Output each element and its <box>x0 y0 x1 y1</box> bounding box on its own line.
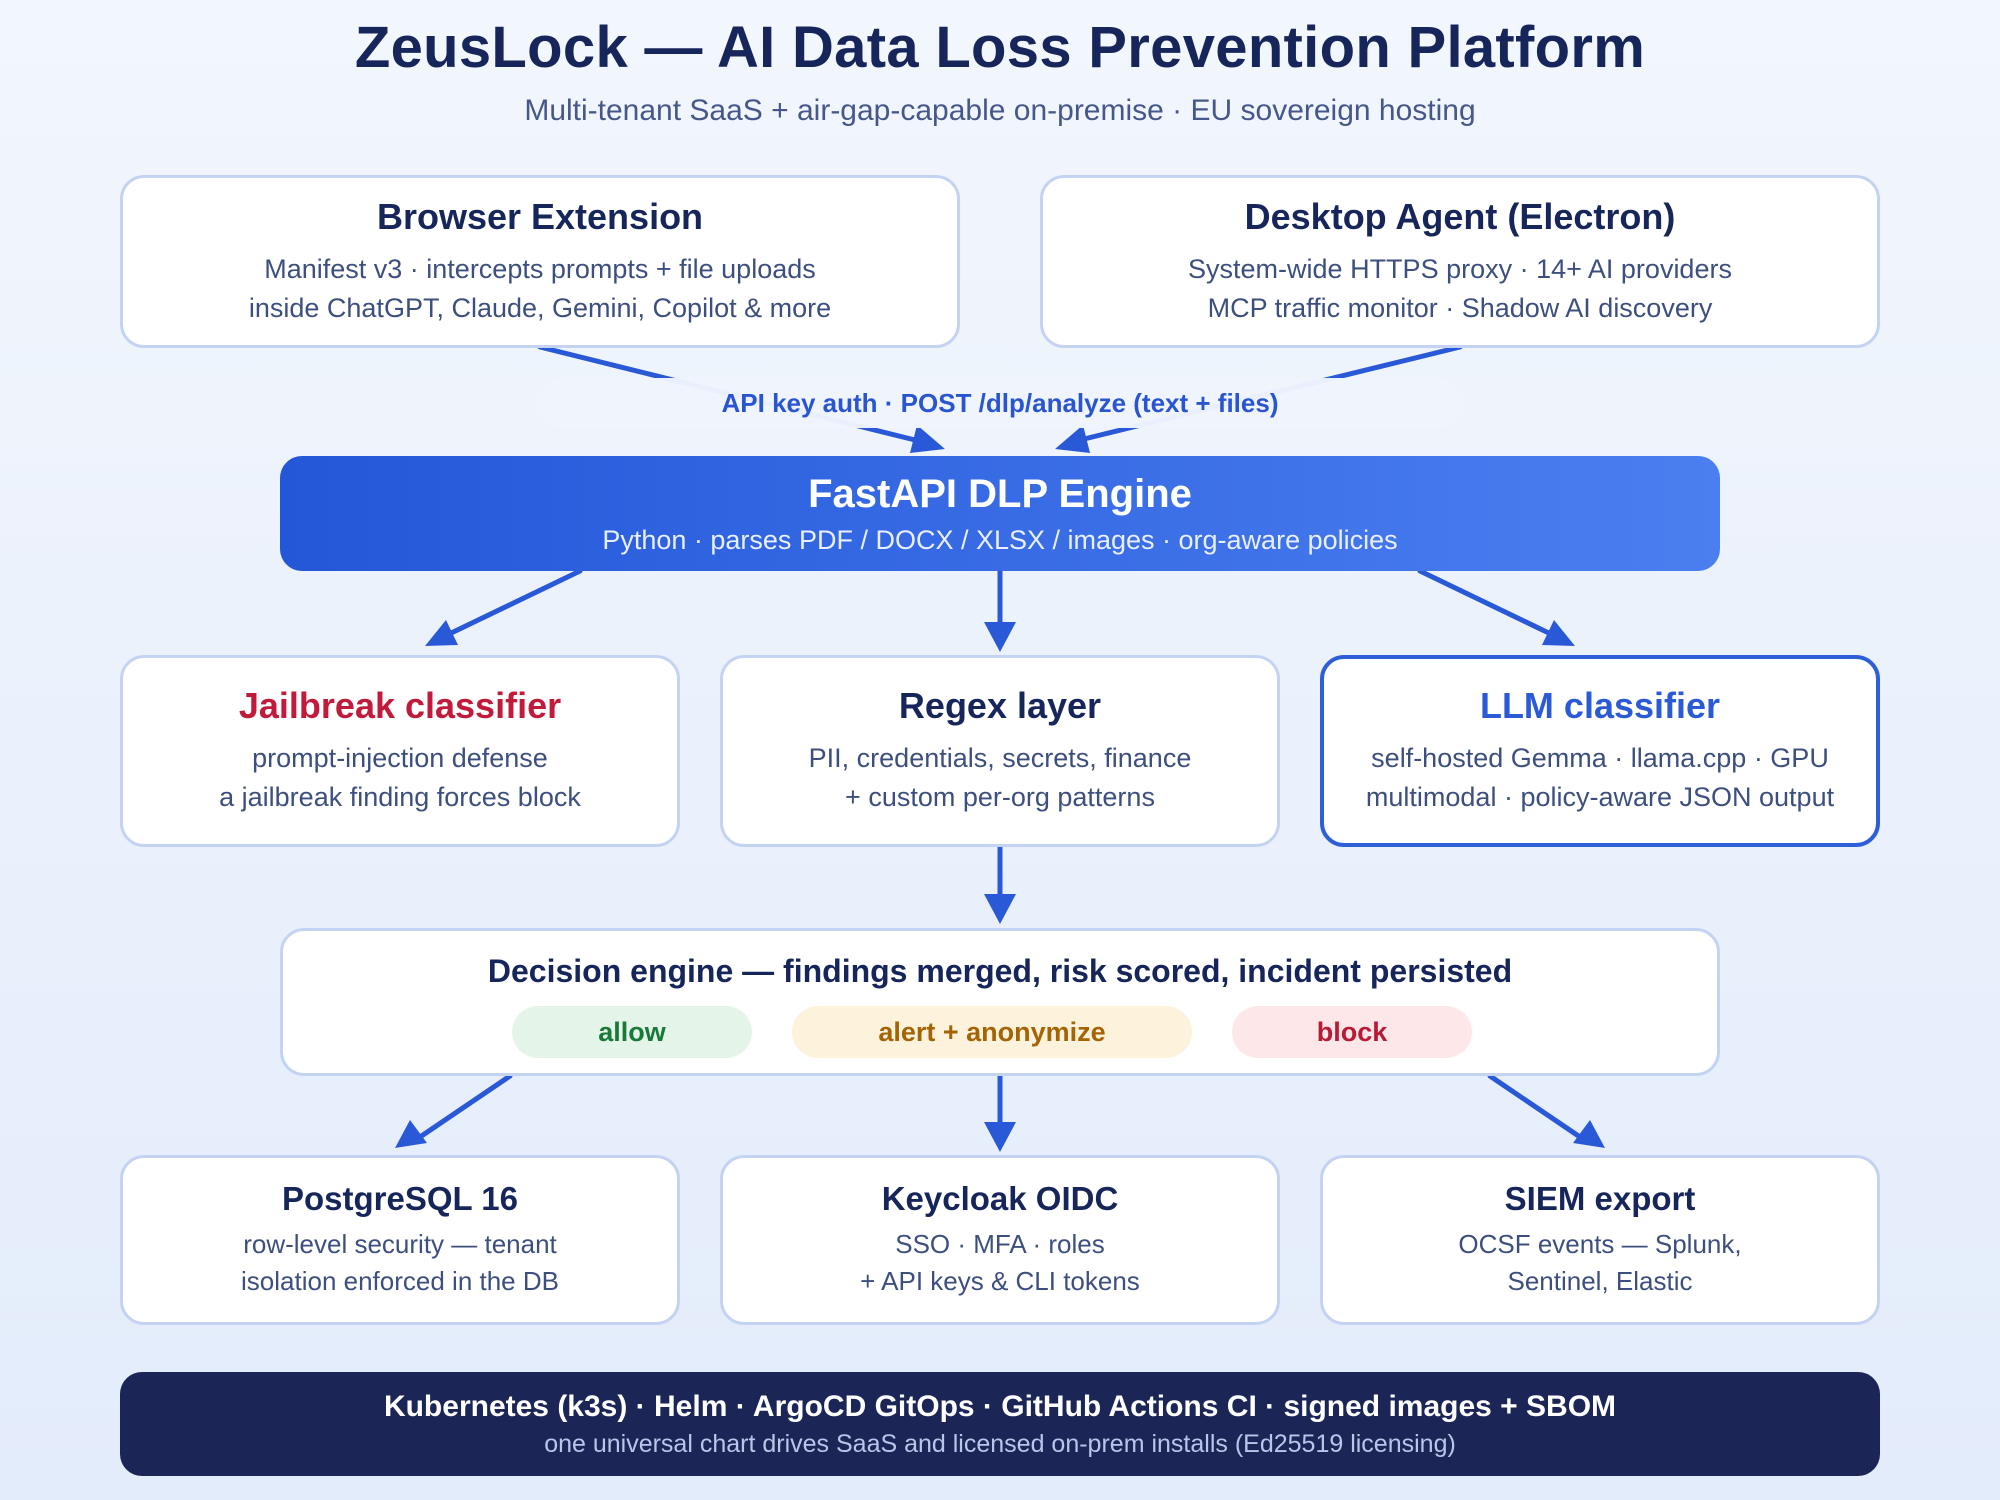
siem-export-title: SIEM export <box>1504 1180 1696 1217</box>
browser-extension-line-1: Manifest v3 · intercepts prompts + file … <box>264 253 816 284</box>
arrowhead-keycloak <box>984 1122 1016 1152</box>
footer-title: Kubernetes (k3s) · Helm · ArgoCD GitOps … <box>383 1389 1617 1423</box>
keycloak-box: Keycloak OIDC SSO · MFA · roles + API ke… <box>720 1155 1280 1325</box>
browser-extension-title: Browser Extension <box>376 195 704 237</box>
arrow-engine-to-jailbreak <box>442 568 583 639</box>
deployment-footer: Kubernetes (k3s) · Helm · ArgoCD GitOps … <box>120 1372 1880 1476</box>
siem-export-box: SIEM export OCSF events — Splunk, Sentin… <box>1320 1155 1880 1325</box>
llm-classifier-title: LLM classifier <box>1479 685 1721 726</box>
siem-export-line-2: Sentinel, Elastic <box>1507 1266 1693 1296</box>
postgres-line-2: isolation enforced in the DB <box>241 1266 559 1296</box>
decision-engine-title: Decision engine — findings merged, risk … <box>487 953 1513 989</box>
browser-extension-box: Browser Extension Manifest v3 · intercep… <box>120 175 960 348</box>
dlp-engine-box: FastAPI DLP Engine Python · parses PDF /… <box>280 456 1720 571</box>
page-title: ZeusLock — AI Data Loss Prevention Platf… <box>354 15 1646 80</box>
jailbreak-classifier-title: Jailbreak classifier <box>238 685 562 726</box>
postgres-line-1: row-level security — tenant <box>243 1229 557 1259</box>
outcome-alert-badge: alert + anonymize <box>792 1006 1192 1058</box>
arrowhead-decision <box>984 894 1016 924</box>
arrow-decision-to-postgres <box>417 1073 513 1140</box>
arrowhead-regex <box>984 622 1016 652</box>
arrowhead-browser <box>910 425 945 453</box>
postgres-box: PostgreSQL 16 row-level security — tenan… <box>120 1155 680 1325</box>
desktop-agent-title: Desktop Agent (Electron) <box>1244 195 1676 237</box>
jailbreak-classifier-line-1: prompt-injection defense <box>252 743 548 773</box>
llm-classifier-box: LLM classifier self-hosted Gemma · llama… <box>1320 655 1880 847</box>
regex-layer-line-1: PII, credentials, secrets, finance <box>808 743 1192 773</box>
outcome-allow-badge: allow <box>512 1006 752 1058</box>
llm-classifier-line-2: multimodal · policy-aware JSON output <box>1365 782 1835 812</box>
arrowhead-siem <box>1573 1120 1605 1148</box>
decision-engine-box: Decision engine — findings merged, risk … <box>280 928 1720 1076</box>
dlp-engine-subtitle: Python · parses PDF / DOCX / XLSX / imag… <box>602 524 1398 555</box>
keycloak-line-2: + API keys & CLI tokens <box>860 1266 1140 1296</box>
postgres-title: PostgreSQL 16 <box>282 1180 518 1217</box>
regex-layer-title: Regex layer <box>898 685 1102 726</box>
desktop-agent-line-1: System-wide HTTPS proxy · 14+ AI provide… <box>1188 253 1732 284</box>
footer-subtitle: one universal chart drives SaaS and lice… <box>544 1429 1456 1458</box>
desktop-agent-box: Desktop Agent (Electron) System-wide HTT… <box>1040 175 1880 348</box>
arrowhead-jailbreak <box>425 620 458 646</box>
jailbreak-classifier-box: Jailbreak classifier prompt-injection de… <box>120 655 680 847</box>
llm-classifier-line-1: self-hosted Gemma · llama.cpp · GPU <box>1371 743 1829 773</box>
browser-extension-line-2: inside ChatGPT, Claude, Gemini, Copilot … <box>248 292 832 323</box>
regex-layer-line-2: + custom per-org patterns <box>845 782 1155 812</box>
regex-layer-box: Regex layer PII, credentials, secrets, f… <box>720 655 1280 847</box>
arrowhead-desktop <box>1055 425 1090 453</box>
outcome-block-badge: block <box>1232 1006 1472 1058</box>
keycloak-line-1: SSO · MFA · roles <box>895 1229 1105 1259</box>
jailbreak-classifier-line-2: a jailbreak finding forces block <box>219 782 581 812</box>
api-label: API key auth · POST /dlp/analyze (text +… <box>535 378 1465 428</box>
desktop-agent-line-2: MCP traffic monitor · Shadow AI discover… <box>1207 292 1713 323</box>
dlp-engine-title: FastAPI DLP Engine <box>808 471 1192 516</box>
page-subtitle: Multi-tenant SaaS + air-gap-capable on-p… <box>524 94 1476 127</box>
keycloak-title: Keycloak OIDC <box>881 1180 1119 1217</box>
siem-export-line-1: OCSF events — Splunk, <box>1458 1229 1742 1259</box>
arrowhead-postgres <box>395 1120 427 1148</box>
arrowhead-llm <box>1542 620 1575 646</box>
arrow-decision-to-siem <box>1487 1073 1583 1140</box>
arrow-engine-to-llm <box>1417 568 1558 639</box>
